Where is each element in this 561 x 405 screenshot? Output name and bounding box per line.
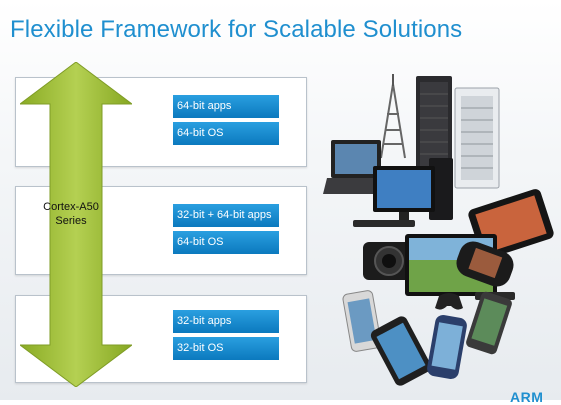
camera-icon — [363, 242, 415, 280]
arrow-label: Cortex-A50 Series — [32, 200, 110, 228]
smartphone-icon — [466, 291, 512, 355]
gamepad-icon — [435, 293, 463, 310]
cell-tower-icon — [380, 74, 406, 159]
arrow-label-line1: Cortex-A50 — [43, 201, 99, 213]
apps-chip: 64-bit apps — [173, 95, 279, 118]
os-chip: 32-bit OS — [173, 337, 279, 360]
os-chip: 64-bit OS — [173, 122, 279, 145]
arrow-label-line2: Series — [55, 215, 87, 227]
devices-illustration — [323, 74, 554, 386]
apps-chip: 32-bit apps — [173, 310, 279, 333]
os-chip: 64-bit OS — [173, 231, 279, 254]
arm-logo: ARM — [510, 389, 544, 405]
slide-title: Flexible Framework for Scalable Solution… — [10, 16, 463, 43]
smartphone-icon — [427, 314, 467, 380]
double-arrow-icon — [20, 62, 132, 387]
handheld-console-icon — [456, 241, 514, 287]
monitor-icon — [353, 166, 435, 227]
apps-chip: 32-bit + 64-bit apps — [173, 204, 279, 227]
smartphone-icon — [370, 316, 432, 386]
